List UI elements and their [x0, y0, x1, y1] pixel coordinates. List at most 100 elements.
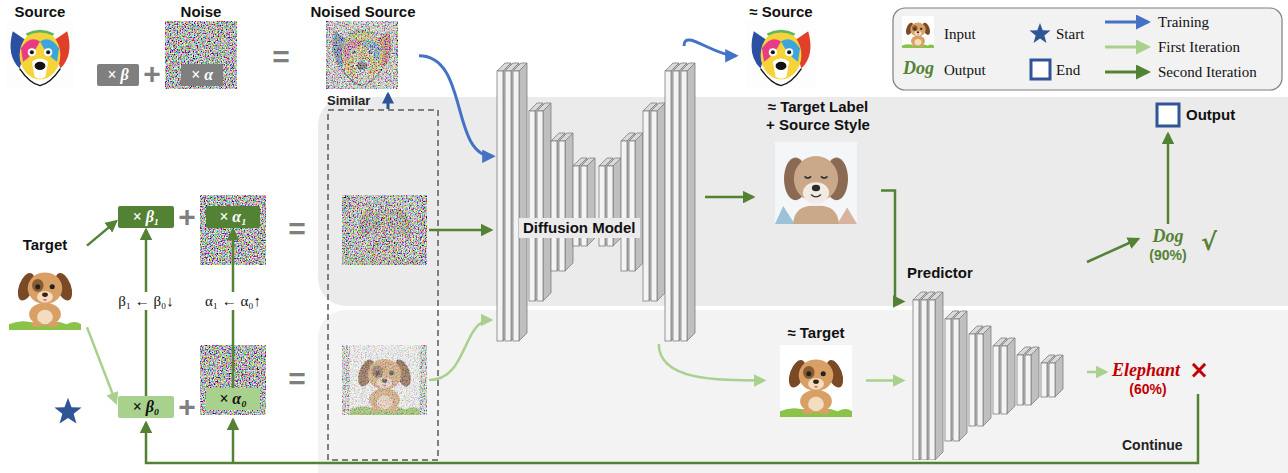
- output-label: Output: [1186, 106, 1235, 124]
- end-square: [1157, 104, 1179, 126]
- check-mark: √: [1201, 229, 1217, 255]
- input-arrow: [429, 229, 491, 232]
- layer-slab-side: [657, 103, 665, 301]
- layer-slab: [953, 319, 959, 441]
- second-iteration-band: [318, 97, 1288, 306]
- layer-slab: [993, 346, 999, 414]
- image-panel: ≈ Target: [766, 324, 866, 418]
- legend-text: First Iteration: [1158, 38, 1240, 56]
- layer-slab-side: [557, 133, 565, 271]
- operator-sign: +: [143, 59, 161, 89]
- flow-arrow: [881, 190, 903, 301]
- layer-slab-side: [543, 103, 551, 301]
- prediction-arrow: [1087, 239, 1138, 262]
- first-iteration-band: [318, 310, 1288, 473]
- layer-slab-side: [649, 103, 657, 301]
- predicted-class: Dog: [1153, 226, 1184, 246]
- start-star: [1030, 23, 1051, 43]
- cross-mark: ×: [1189, 357, 1209, 383]
- noise-image: [326, 21, 398, 89]
- layer-slab: [681, 71, 687, 341]
- layer-slab-side: [1031, 347, 1039, 405]
- layer-slab-side: [983, 326, 991, 426]
- layer-slab: [673, 71, 679, 341]
- predicted-class: Elephant: [1112, 360, 1180, 380]
- layer-slab-top: [559, 133, 573, 141]
- noise-image: [165, 21, 237, 89]
- legend-text: Output: [944, 61, 986, 79]
- layer-slab: [559, 141, 565, 271]
- layer-slab: [945, 319, 951, 441]
- layer-slab: [977, 334, 983, 426]
- layer-slab-side: [975, 326, 983, 426]
- layer-slab-top: [629, 133, 643, 141]
- layer-slab-side: [959, 311, 967, 441]
- layer-slab-side: [927, 292, 935, 460]
- image-heading: Noise: [181, 3, 222, 21]
- legend-sample: Dog: [903, 58, 934, 78]
- layer-slab-side: [565, 133, 573, 271]
- legend-text: Training: [1158, 13, 1209, 31]
- coefficient-box: × α₁: [206, 206, 260, 228]
- coefficient-text: × α: [191, 66, 213, 84]
- end-square: [1031, 60, 1050, 79]
- layer-slab-top: [929, 292, 943, 300]
- operator-sign: =: [288, 364, 306, 394]
- layer-slab: [497, 71, 503, 341]
- coefficient-text: × α₀: [219, 390, 247, 408]
- flow-arrow: [866, 379, 903, 382]
- input-arrow: [429, 320, 491, 380]
- coefficient-box: × β₀: [118, 396, 174, 418]
- predictor-outline: [905, 262, 1085, 460]
- layer-slab: [665, 71, 671, 341]
- flow-arrow: [145, 230, 148, 396]
- image-panel: ≈ Source: [738, 3, 824, 91]
- styled-target-image: [775, 142, 857, 224]
- unet-outline: [495, 46, 705, 344]
- image-panel: Source: [5, 3, 75, 91]
- layer-slab: [913, 300, 919, 460]
- layer-slab-top: [607, 158, 621, 166]
- operator-sign: +: [178, 392, 196, 422]
- source-image: [6, 21, 74, 89]
- layer-slab-top: [1001, 338, 1015, 346]
- layer-slab-side: [999, 338, 1007, 414]
- image-heading: ≈ Target Label + Source Style: [755, 98, 881, 134]
- layer-slab: [969, 334, 975, 426]
- layer-slab-top: [513, 63, 527, 71]
- image-heading: ≈ Target: [787, 324, 844, 342]
- start-star: [54, 398, 81, 424]
- layer-slab: [1041, 363, 1047, 397]
- training-arrow-sample: [1105, 21, 1148, 24]
- confidence: (60%): [1129, 381, 1166, 398]
- image-heading: Source: [15, 3, 66, 21]
- flow-arrow: [87, 327, 116, 402]
- reconstructed-target-image: [780, 345, 852, 417]
- second-iteration-arrow-sample: [1105, 71, 1148, 74]
- loop-label: Continue: [1122, 437, 1183, 454]
- noise-image: [342, 345, 427, 415]
- confidence: (90%): [1149, 247, 1186, 264]
- iteration-bands: [318, 97, 1288, 473]
- layer-slab: [929, 300, 935, 460]
- target-image: [9, 258, 81, 330]
- legend-box: [893, 8, 1282, 90]
- layer-slab-top: [681, 63, 695, 71]
- noise-image: [342, 195, 427, 265]
- flow-arrow: [659, 344, 764, 380]
- legend-text: End: [1056, 61, 1080, 79]
- coefficient-text: × β₁: [133, 208, 160, 226]
- layer-slab-side: [951, 311, 959, 441]
- noised-target-image: [350, 345, 420, 415]
- coefficient-text: × β: [107, 66, 128, 84]
- layer-slab-side: [635, 133, 643, 271]
- model-name: Predictor: [907, 264, 973, 282]
- flow-arrows: [54, 94, 1198, 463]
- layer-slab-top: [1049, 355, 1063, 363]
- layer-slab-side: [627, 133, 635, 271]
- flow-arrow: [419, 56, 493, 157]
- legend-text: Start: [1056, 25, 1084, 43]
- image-panel: Noised Source: [307, 3, 419, 91]
- image-panel: Target: [3, 236, 87, 332]
- flow-arrow: [87, 221, 116, 245]
